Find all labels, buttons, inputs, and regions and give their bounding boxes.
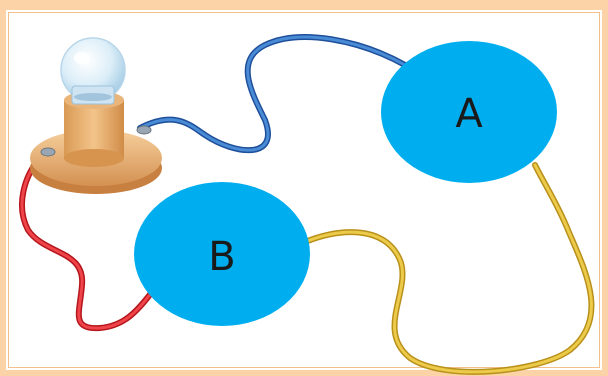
terminal-a: A [381,41,557,183]
yellow-wire [302,162,595,375]
terminal-b-circle [134,182,310,326]
terminal-b-label: B [208,234,235,280]
bulb-holder-icon [30,91,162,194]
light-bulb-icon [60,37,126,105]
blue-wire [137,34,408,154]
terminal-b: B [134,182,310,326]
terminal-a-circle [381,41,557,183]
terminal-a-label: A [455,91,483,137]
